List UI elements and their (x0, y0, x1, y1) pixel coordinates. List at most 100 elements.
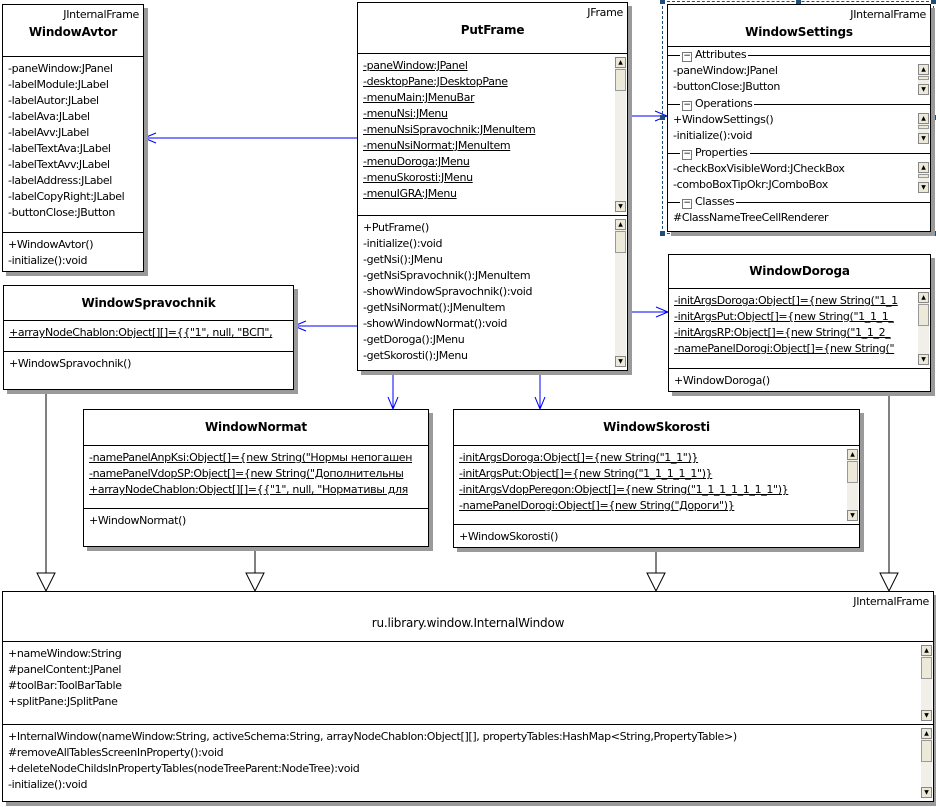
member-row[interactable]: -labelAutor:JLabel (8, 94, 99, 107)
scroll-down-button[interactable]: ▼ (921, 787, 932, 798)
scroll-thumb[interactable] (615, 231, 626, 253)
resize-handle[interactable] (660, 115, 665, 120)
member-row[interactable]: -namePanelVdopSP:Object[]={new String("Д… (89, 467, 404, 480)
member-row[interactable]: -menuNsiSpravochnik:JMenuItem (363, 123, 536, 136)
member-row[interactable]: +splitPane:JSplitPane (8, 695, 118, 708)
member-row[interactable]: -initArgsDoroga:Object[]={new String("1_… (674, 294, 898, 307)
member-row[interactable]: -initialize():void (8, 254, 88, 267)
scroll-up-button[interactable]: ▲ (615, 57, 626, 68)
collapse-icon[interactable]: − (682, 51, 692, 62)
member-row[interactable]: -getSkorosti():JMenu (363, 349, 468, 362)
member-row[interactable]: -menuNsiNormat:JMenuItem (363, 139, 511, 152)
scroll-thumb[interactable] (918, 76, 929, 80)
member-row[interactable]: +WindowDoroga() (674, 374, 770, 387)
member-row[interactable]: -buttonClose:JButton (8, 206, 116, 219)
scrollbar[interactable]: ▲▼ (615, 57, 626, 212)
collapse-icon[interactable]: − (682, 100, 692, 111)
member-row[interactable]: +arrayNodeChablon:Object[][]={{"1", null… (89, 483, 408, 496)
member-row[interactable]: -labelAvv:JLabel (8, 126, 89, 139)
class-normat[interactable]: WindowNormat-namePanelAnpKsi:Object[]={n… (83, 409, 429, 547)
member-row[interactable]: -labelModule:JLabel (8, 78, 109, 91)
collapse-icon[interactable]: − (682, 198, 692, 209)
member-row[interactable]: -menuIGRA:JMenu (363, 187, 457, 200)
scrollbar[interactable]: ▲▼ (847, 449, 858, 521)
scrollbar[interactable]: ▲▼ (918, 64, 929, 95)
scroll-up-button[interactable]: ▲ (918, 113, 929, 124)
member-row[interactable]: -paneWindow:JPanel (363, 59, 468, 72)
member-row[interactable]: +WindowSettings() (673, 113, 774, 126)
member-row[interactable]: -initialize():void (8, 778, 88, 791)
member-row[interactable]: -labelAddress:JLabel (8, 174, 113, 187)
scroll-thumb[interactable] (918, 174, 929, 178)
resize-handle[interactable] (931, 231, 936, 236)
member-row[interactable]: -comboBoxTipOkr:JComboBox (673, 178, 828, 191)
member-row[interactable]: -initialize():void (363, 237, 443, 250)
scroll-thumb[interactable] (615, 69, 626, 91)
member-row[interactable]: -initArgsRP:Object[]={new String("1_1_2_ (674, 326, 891, 339)
scrollbar[interactable]: ▲▼ (918, 113, 929, 144)
member-row[interactable]: -checkBoxVisibleWord:JCheckBox (673, 162, 845, 175)
compartment-header-properties[interactable]: −Properties (668, 145, 930, 161)
scroll-thumb[interactable] (921, 740, 932, 762)
member-row[interactable]: -getNsiNormat():JMenuItem (363, 301, 506, 314)
scroll-thumb[interactable] (918, 125, 929, 129)
class-spravochnik[interactable]: WindowSpravochnik+arrayNodeChablon:Objec… (3, 285, 294, 390)
scroll-up-button[interactable]: ▲ (921, 728, 932, 739)
scroll-thumb[interactable] (921, 657, 932, 679)
member-row[interactable]: -initArgsPut:Object[]={new String("1_1_1… (674, 310, 894, 323)
member-row[interactable]: -labelAva:JLabel (8, 110, 90, 123)
member-row[interactable]: #panelContent:JPanel (8, 663, 122, 676)
scroll-up-button[interactable]: ▲ (918, 64, 929, 75)
scroll-down-button[interactable]: ▼ (918, 354, 929, 365)
scroll-up-button[interactable]: ▲ (918, 162, 929, 173)
scroll-up-button[interactable]: ▲ (918, 292, 929, 303)
member-row[interactable]: -initArgsDoroga:Object[]={new String("1_… (459, 451, 699, 464)
class-skorosti[interactable]: WindowSkorosti-initArgsDoroga:Object[]={… (453, 409, 860, 548)
scrollbar[interactable]: ▲▼ (921, 645, 932, 721)
member-row[interactable]: -desktopPane:JDesktopPane (363, 75, 508, 88)
member-row[interactable]: +deleteNodeChildsInPropertyTables(nodeTr… (8, 762, 360, 775)
member-row[interactable]: -menuMain:JMenuBar (363, 91, 475, 104)
resize-handle[interactable] (660, 0, 665, 4)
member-row[interactable]: -showWindowNormat():void (363, 317, 507, 330)
member-row[interactable]: -paneWindow:JPanel (673, 64, 778, 77)
member-row[interactable]: -menuNsi:JMenu (363, 107, 448, 120)
member-row[interactable]: -menuSkorosti:JMenu (363, 171, 473, 184)
member-row[interactable]: +WindowAvtor() (8, 238, 94, 251)
scroll-down-button[interactable]: ▼ (847, 510, 858, 521)
member-row[interactable]: -initArgsVdopPeregon:Object[]={new Strin… (459, 483, 789, 496)
resize-handle[interactable] (931, 115, 936, 120)
member-row[interactable]: -labelCopyRight:JLabel (8, 190, 125, 203)
scroll-up-button[interactable]: ▲ (921, 645, 932, 656)
member-row[interactable]: -getNsiSpravochnik():JMenuItem (363, 269, 531, 282)
member-row[interactable]: +arrayNodeChablon:Object[][]={{"1", null… (9, 326, 273, 339)
scrollbar[interactable]: ▲▼ (921, 728, 932, 798)
scrollbar[interactable]: ▲▼ (615, 219, 626, 367)
member-row[interactable]: -namePanelDorogi:Object[]={new String(" (674, 342, 895, 355)
member-row[interactable]: -labelTextAva:JLabel (8, 142, 111, 155)
member-row[interactable]: -initArgsPut:Object[]={new String("1_1_1… (459, 467, 713, 480)
scroll-thumb[interactable] (918, 304, 929, 326)
scrollbar[interactable]: ▲▼ (918, 292, 929, 365)
class-doroga[interactable]: WindowDoroga-initArgsDoroga:Object[]={ne… (668, 254, 931, 392)
member-row[interactable]: +nameWindow:String (8, 647, 122, 660)
member-row[interactable]: +WindowSpravochnik() (9, 357, 132, 370)
scroll-down-button[interactable]: ▼ (921, 710, 932, 721)
member-row[interactable]: -initialize():void (673, 129, 753, 142)
resize-handle[interactable] (931, 0, 936, 4)
member-row[interactable]: -buttonClose:JButton (673, 80, 781, 93)
scroll-down-button[interactable]: ▼ (918, 133, 929, 144)
member-row[interactable]: #toolBar:ToolBarTable (8, 679, 122, 692)
scrollbar[interactable]: ▲▼ (918, 162, 929, 193)
scroll-down-button[interactable]: ▼ (615, 356, 626, 367)
member-row[interactable]: +WindowSkorosti() (459, 530, 559, 543)
member-row[interactable]: +InternalWindow(nameWindow:String, activ… (8, 730, 737, 743)
member-row[interactable]: +WindowNormat() (89, 514, 186, 527)
scroll-down-button[interactable]: ▼ (918, 182, 929, 193)
member-row[interactable]: -menuDoroga:JMenu (363, 155, 470, 168)
member-row[interactable]: #ClassNameTreeCellRenderer (673, 211, 829, 224)
resize-handle[interactable] (660, 231, 665, 236)
